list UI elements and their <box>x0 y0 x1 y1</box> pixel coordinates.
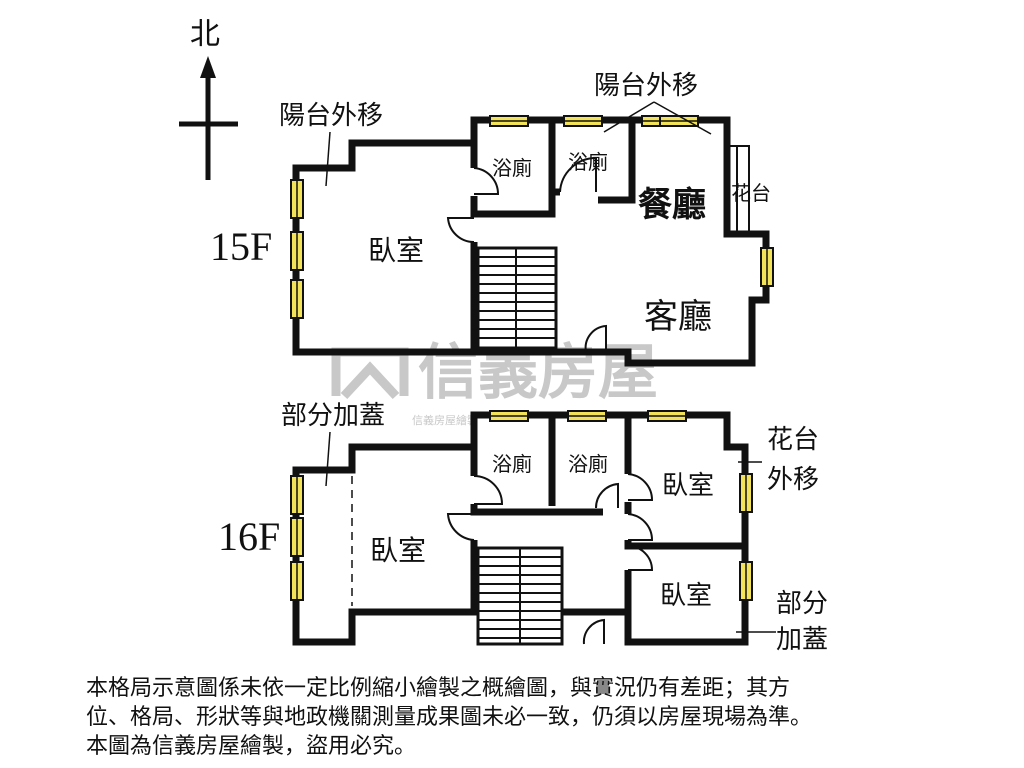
floor-16f-interior-walls <box>470 415 745 642</box>
north-compass: 北 <box>179 17 238 180</box>
f15-room-bath-right: 浴廁 <box>568 150 608 174</box>
f16-annotation-planter-move-2: 外移 <box>767 465 819 495</box>
f16-annotation-partial-cover-right-2: 加蓋 <box>776 625 828 655</box>
floor-15f-label: 15F <box>210 224 272 269</box>
floor-16f-doors <box>446 473 654 645</box>
disclaimer-line-1: 本格局示意圖係未依一定比例縮小繪製之概繪圖，與實況仍有差距；其方 <box>86 676 791 701</box>
floor-16f-stairs <box>476 546 564 646</box>
floor-16f-plan: 16F <box>218 401 828 655</box>
floor-15f-plan: 15F <box>210 71 774 367</box>
f16-room-bedroom-se: 臥室 <box>660 581 712 611</box>
f16-room-bedroom-ne: 臥室 <box>662 471 714 501</box>
north-arrow-icon <box>200 56 216 78</box>
disclaimer-line-3: 本圖為信義房屋繪製，盜用必究。 <box>86 734 417 759</box>
floor-16f-leaders <box>325 431 776 633</box>
f15-room-living: 客廳 <box>644 297 712 337</box>
floor-15f-outer-wall <box>292 116 770 367</box>
f15-room-planter: 花台 <box>731 181 771 205</box>
f16-annotation-partial-cover-right-1: 部分 <box>776 589 828 619</box>
f15-room-bedroom: 臥室 <box>368 234 424 267</box>
floor-16f-outer-wall <box>292 411 749 646</box>
f16-annotation-planter-move-1: 花台 <box>767 425 819 455</box>
north-label: 北 <box>190 17 220 52</box>
floor-15f-interior-walls <box>470 120 636 352</box>
floor-15f-doors <box>446 156 607 353</box>
brand-logo-icon <box>331 347 409 400</box>
f15-annotation-balcony-left: 陽台外移 <box>279 101 383 131</box>
f16-annotation-partial-cover-left: 部分加蓋 <box>281 401 385 431</box>
floor-15f-leaders <box>325 101 712 187</box>
floor-15f-planter <box>728 145 750 233</box>
f16-room-bedroom-main: 臥室 <box>370 534 426 567</box>
f15-room-dining: 餐廳 <box>638 185 706 225</box>
f16-room-bath-left: 浴廁 <box>492 452 532 476</box>
f15-annotation-balcony-top: 陽台外移 <box>594 71 698 101</box>
floor-16f-label: 16F <box>218 514 280 559</box>
disclaimer-text: 本格局示意圖係未依一定比例縮小繪製之概繪圖，與實況仍有差距；其方 位、格局、形狀… <box>86 674 986 761</box>
disclaimer-line-2: 位、格局、形狀等與地政機關測量成果圖未必一致，仍須以房屋現場為準。 <box>86 705 813 730</box>
watermark-sub: 信義房屋繪製 <box>412 413 478 427</box>
f16-room-bath-right: 浴廁 <box>568 452 608 476</box>
f15-room-bath-left: 浴廁 <box>492 156 532 180</box>
floor-15f-stairs <box>476 246 558 350</box>
